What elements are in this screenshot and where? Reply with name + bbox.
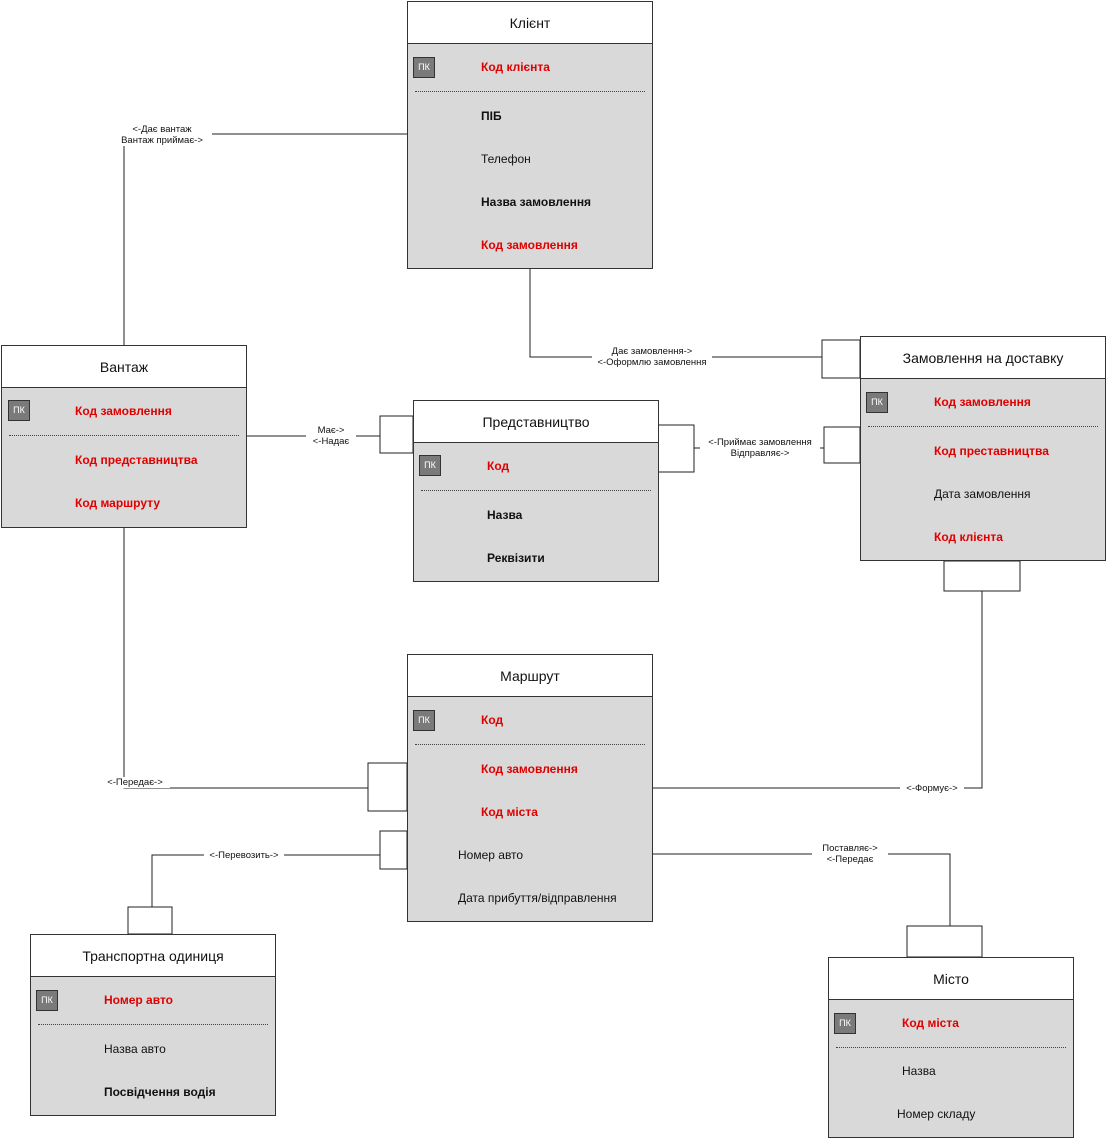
field-primary-key: Код замовлення xyxy=(934,395,1031,409)
field: Номер складу xyxy=(897,1107,976,1121)
primary-key-badge: ПК xyxy=(8,400,30,421)
field-primary-key: Код замовлення xyxy=(75,404,172,418)
primary-key-badge: ПК xyxy=(419,455,441,476)
primary-key-badge: ПК xyxy=(834,1013,856,1034)
field: Назва замовлення xyxy=(481,195,592,209)
cardinality-box-order-left xyxy=(823,426,861,464)
entity-client[interactable]: Клієнт ПК Код клієнта ПІБ Телефон Назва … xyxy=(407,1,653,269)
field-primary-key: Код міста xyxy=(902,1016,959,1030)
field-primary-key: Код клієнта xyxy=(481,60,550,74)
cardinality-box-route-left xyxy=(367,762,408,812)
field: Номер авто xyxy=(458,848,524,862)
connector-route-vehicle xyxy=(151,854,380,907)
pk-separator xyxy=(415,91,645,92)
field: Дата замовлення xyxy=(934,487,1031,501)
field-foreign-key: Код клієнта xyxy=(934,530,1003,544)
pk-separator xyxy=(868,426,1098,427)
label-client-order: Дає замовлення-> <-Оформлю замовлення xyxy=(592,346,712,368)
label-office-order: <-Приймає замовлення Відправляє-> xyxy=(700,437,820,459)
label-cargo-office: Має-> <-Надає xyxy=(306,425,356,447)
field-foreign-key: Код замовлення xyxy=(481,238,578,252)
pk-separator xyxy=(421,490,651,491)
field: Назва авто xyxy=(104,1042,166,1056)
label-order-route: <-Формує-> xyxy=(900,783,964,794)
entity-title: Транспортна одиниця xyxy=(31,935,275,977)
pk-separator xyxy=(836,1047,1066,1048)
field: Дата прибуття/відправлення xyxy=(458,891,617,905)
entity-city[interactable]: Місто ПК Код міста Назва Номер складу xyxy=(828,957,1074,1138)
label-client-cargo: <-Дає вантаж Вантаж приймає-> xyxy=(112,124,212,146)
entity-route[interactable]: Маршрут ПК Код Код замовлення Код міста … xyxy=(407,654,653,922)
primary-key-badge: ПК xyxy=(413,57,435,78)
entity-title: Представництво xyxy=(414,401,658,443)
field: Назва xyxy=(487,508,523,522)
connector-client-cargo xyxy=(123,133,407,345)
cardinality-box-order-bottom xyxy=(943,560,1021,592)
pk-separator xyxy=(38,1024,268,1025)
connector-order-route xyxy=(653,591,983,789)
field-primary-key: Код xyxy=(481,713,504,727)
field-foreign-key: Код представництва xyxy=(75,453,198,467)
entity-office[interactable]: Представництво ПК Код Назва Реквізити xyxy=(413,400,659,582)
primary-key-badge: ПК xyxy=(413,710,435,731)
entity-delivery-order[interactable]: Замовлення на доставку ПК Код замовлення… xyxy=(860,336,1106,561)
field: Посвідчення водія xyxy=(104,1085,216,1099)
cardinality-box-route-left-lower xyxy=(379,830,408,870)
pk-separator xyxy=(9,435,239,436)
connector-route-city xyxy=(648,853,951,926)
label-cargo-route: <-Передає-> xyxy=(100,777,170,788)
field: Реквізити xyxy=(487,551,545,565)
field: ПІБ xyxy=(481,109,502,123)
field-foreign-key: Код маршруту xyxy=(75,496,161,510)
entity-title: Вантаж xyxy=(2,346,246,388)
cardinality-box-office-right xyxy=(657,424,695,473)
entity-title: Замовлення на доставку xyxy=(861,337,1105,379)
field-foreign-key: Код замовлення xyxy=(481,762,578,776)
pk-separator xyxy=(415,744,645,745)
cardinality-box-vehicle-top xyxy=(127,906,173,935)
connector-client-order xyxy=(529,269,822,358)
primary-key-badge: ПК xyxy=(866,392,888,413)
cardinality-box-city-top xyxy=(906,925,983,958)
entity-title: Місто xyxy=(829,958,1073,1000)
cardinality-box-order-top xyxy=(821,339,861,379)
field-primary-key: Код xyxy=(487,459,510,473)
entity-title: Клієнт xyxy=(408,2,652,44)
entity-cargo[interactable]: Вантаж ПК Код замовлення Код представниц… xyxy=(1,345,247,528)
entity-vehicle[interactable]: Транспортна одиниця ПК Номер авто Назва … xyxy=(30,934,276,1116)
connector-cargo-route xyxy=(123,528,368,789)
primary-key-badge: ПК xyxy=(36,990,58,1011)
field-foreign-key: Код преставництва xyxy=(934,444,1049,458)
entity-title: Маршрут xyxy=(408,655,652,697)
field: Назва xyxy=(902,1064,936,1078)
field-primary-key: Номер авто xyxy=(104,993,173,1007)
field-foreign-key: Код міста xyxy=(481,805,538,819)
cardinality-box-office-left xyxy=(379,415,414,454)
field: Телефон xyxy=(481,152,531,166)
label-route-vehicle: <-Перевозить-> xyxy=(204,850,284,861)
label-route-city: Поставляє-> <-Передає xyxy=(812,843,888,865)
